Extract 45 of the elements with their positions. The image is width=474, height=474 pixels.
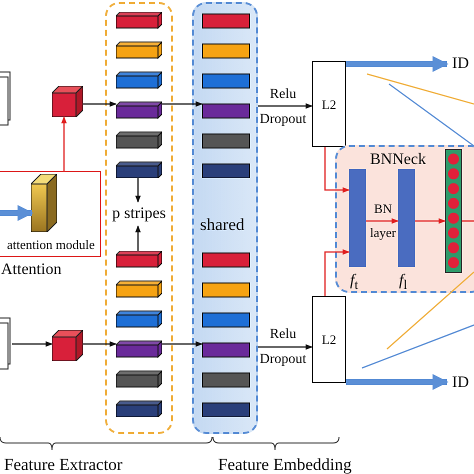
node-label: ID (447, 53, 474, 75)
arrow (61, 116, 67, 171)
arrow (162, 341, 203, 347)
arrow (324, 249, 350, 296)
stripe-stack (116, 12, 162, 178)
arrow (162, 101, 203, 107)
arrow (258, 344, 313, 350)
arrow (415, 218, 446, 224)
stripe-stack (116, 251, 162, 417)
group-title: BNNeck (370, 152, 426, 168)
group-title: shared (200, 216, 244, 233)
module-label: attention module (7, 238, 95, 251)
arrow (366, 218, 399, 224)
feature-vector-stack (202, 12, 250, 178)
group-box (335, 145, 474, 293)
dashed-group-box (105, 2, 173, 434)
edge-label: BN layer (369, 200, 397, 242)
arrow (135, 225, 141, 251)
thick-arrow (346, 56, 449, 72)
edge-label: Relu Dropout (258, 326, 308, 369)
feature-cube (52, 86, 83, 117)
thick-arrow (0, 205, 34, 221)
thick-arrow (346, 374, 449, 390)
connector-line (462, 220, 474, 222)
node-caption: f$_{l}$ (399, 273, 408, 292)
edge-label: Relu Dropout (258, 86, 308, 129)
arrow (83, 101, 117, 107)
node-caption: f$_{t}$ (350, 273, 358, 292)
layer-box: L2 (312, 296, 346, 383)
group-box (192, 2, 258, 434)
feature-vector-stack (202, 251, 250, 417)
layer-box: L2 (312, 61, 346, 147)
section-label: Feature Extractor (4, 456, 122, 473)
arrow (83, 341, 117, 347)
classifier-layer (445, 149, 462, 273)
arrow (12, 341, 53, 347)
section-label: Feature Embedding (218, 456, 352, 473)
attention-map (31, 174, 57, 232)
arrow (324, 147, 350, 193)
node-label: p stripes (108, 202, 170, 226)
arrow (135, 178, 141, 203)
arrow (258, 103, 313, 109)
node-caption: Attention (1, 262, 62, 278)
node-label: ID (447, 372, 474, 394)
feature-cube (52, 330, 83, 361)
